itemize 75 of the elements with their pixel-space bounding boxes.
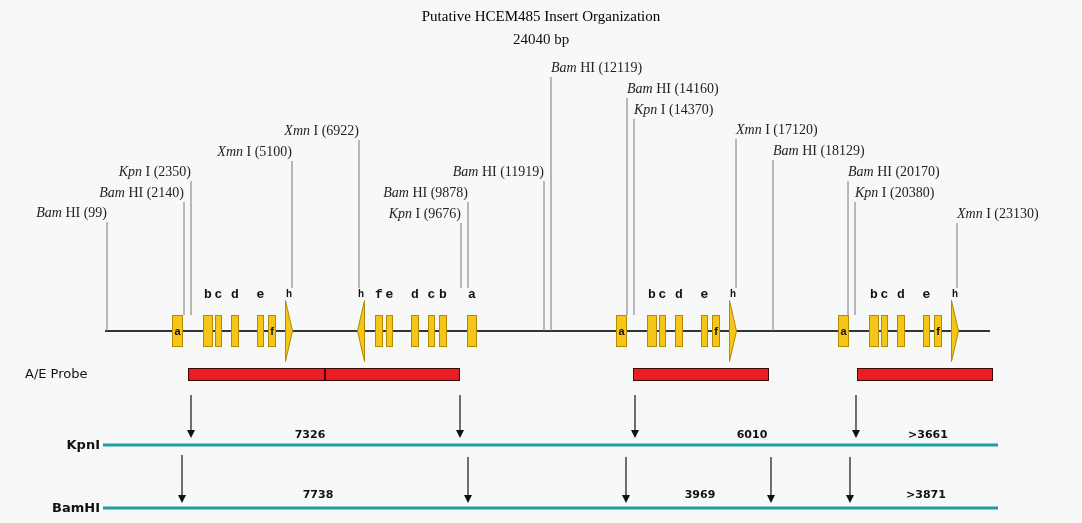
exon-label: f: [713, 324, 719, 338]
exon-label: e: [255, 288, 266, 302]
site-label: Xmn I (23130): [957, 205, 1039, 223]
leader-line: [291, 160, 293, 289]
exon-label: c: [657, 288, 668, 302]
exon-label: d: [674, 288, 684, 302]
fragment-size: 3969: [684, 488, 716, 502]
fragment-size: 6010: [736, 428, 768, 442]
exon-label: h: [729, 288, 737, 302]
exon-label: b: [647, 288, 657, 302]
exon-label: a: [617, 324, 626, 338]
leader-line: [626, 97, 628, 316]
site-label: Bam HI (9878): [383, 184, 468, 202]
diagram-title: Putative HCEM485 Insert Organization: [420, 8, 662, 25]
exon-label: d: [230, 288, 240, 302]
subtitle: 24040 bp: [512, 30, 570, 48]
exon-label: e: [699, 288, 710, 302]
row-label: BamHI: [52, 501, 100, 515]
leader-line: [854, 201, 856, 316]
exon-label: b: [869, 288, 879, 302]
exon-label: e: [921, 288, 932, 302]
probe-bar: [325, 368, 460, 381]
site-label: Bam HI (12119): [551, 59, 643, 77]
leader-line: [467, 201, 469, 289]
leader-line: [190, 180, 192, 316]
exon-label: h: [357, 288, 365, 302]
probe-bar: [857, 368, 993, 381]
site-label: Kpn I (2350): [118, 163, 191, 181]
exon-label: a: [839, 324, 848, 338]
exon-label: e: [384, 288, 395, 302]
site-label: Bam HI (20170): [848, 163, 940, 181]
exon-label: b: [203, 288, 213, 302]
leader-line: [106, 221, 108, 332]
probe-bar: [633, 368, 769, 381]
leader-line: [460, 222, 462, 289]
exon-label: h: [951, 288, 959, 302]
exon-label: c: [213, 288, 224, 302]
site-label: Bam HI (18129): [773, 142, 865, 160]
exon-label: c: [426, 288, 437, 302]
leader-line: [633, 118, 635, 316]
exon-label: b: [438, 288, 448, 302]
site-label: Bam HI (14160): [627, 80, 719, 98]
site-label: Xmn I (6922): [284, 122, 359, 140]
site-label: Kpn I (9676): [388, 205, 461, 223]
leader-line: [735, 138, 737, 289]
site-label: Bam HI (99): [36, 204, 107, 222]
exon-label: f: [269, 324, 275, 338]
leader-line: [550, 76, 552, 332]
exon-label: d: [896, 288, 906, 302]
leader-line: [772, 159, 774, 332]
exon-label: a: [467, 288, 477, 302]
exon-label: d: [410, 288, 420, 302]
probe-bar: [188, 368, 325, 381]
site-label: Bam HI (11919): [452, 163, 544, 181]
site-label: Xmn I (5100): [217, 143, 292, 161]
row-label: KpnI: [66, 438, 100, 452]
exon-label: h: [285, 288, 293, 302]
site-label: Bam HI (2140): [99, 184, 184, 202]
exon-label: c: [879, 288, 890, 302]
exon-label: f: [374, 288, 384, 302]
fragment-size: 7738: [302, 488, 334, 502]
exon-label: a: [173, 324, 182, 338]
leader-line: [543, 180, 545, 332]
row-label: A/E Probe: [25, 366, 88, 382]
leader-line: [183, 201, 185, 316]
leader-line: [358, 139, 360, 289]
leader-line: [956, 222, 958, 289]
fragment-size: 7326: [294, 428, 326, 442]
site-label: Kpn I (20380): [855, 184, 935, 202]
site-label: Xmn I (17120): [736, 121, 818, 139]
fragment-size: >3871: [906, 488, 946, 502]
leader-line: [847, 180, 849, 316]
site-label: Kpn I (14370): [634, 101, 714, 119]
fragment-size: >3661: [908, 428, 948, 442]
exon-label: f: [935, 324, 941, 338]
